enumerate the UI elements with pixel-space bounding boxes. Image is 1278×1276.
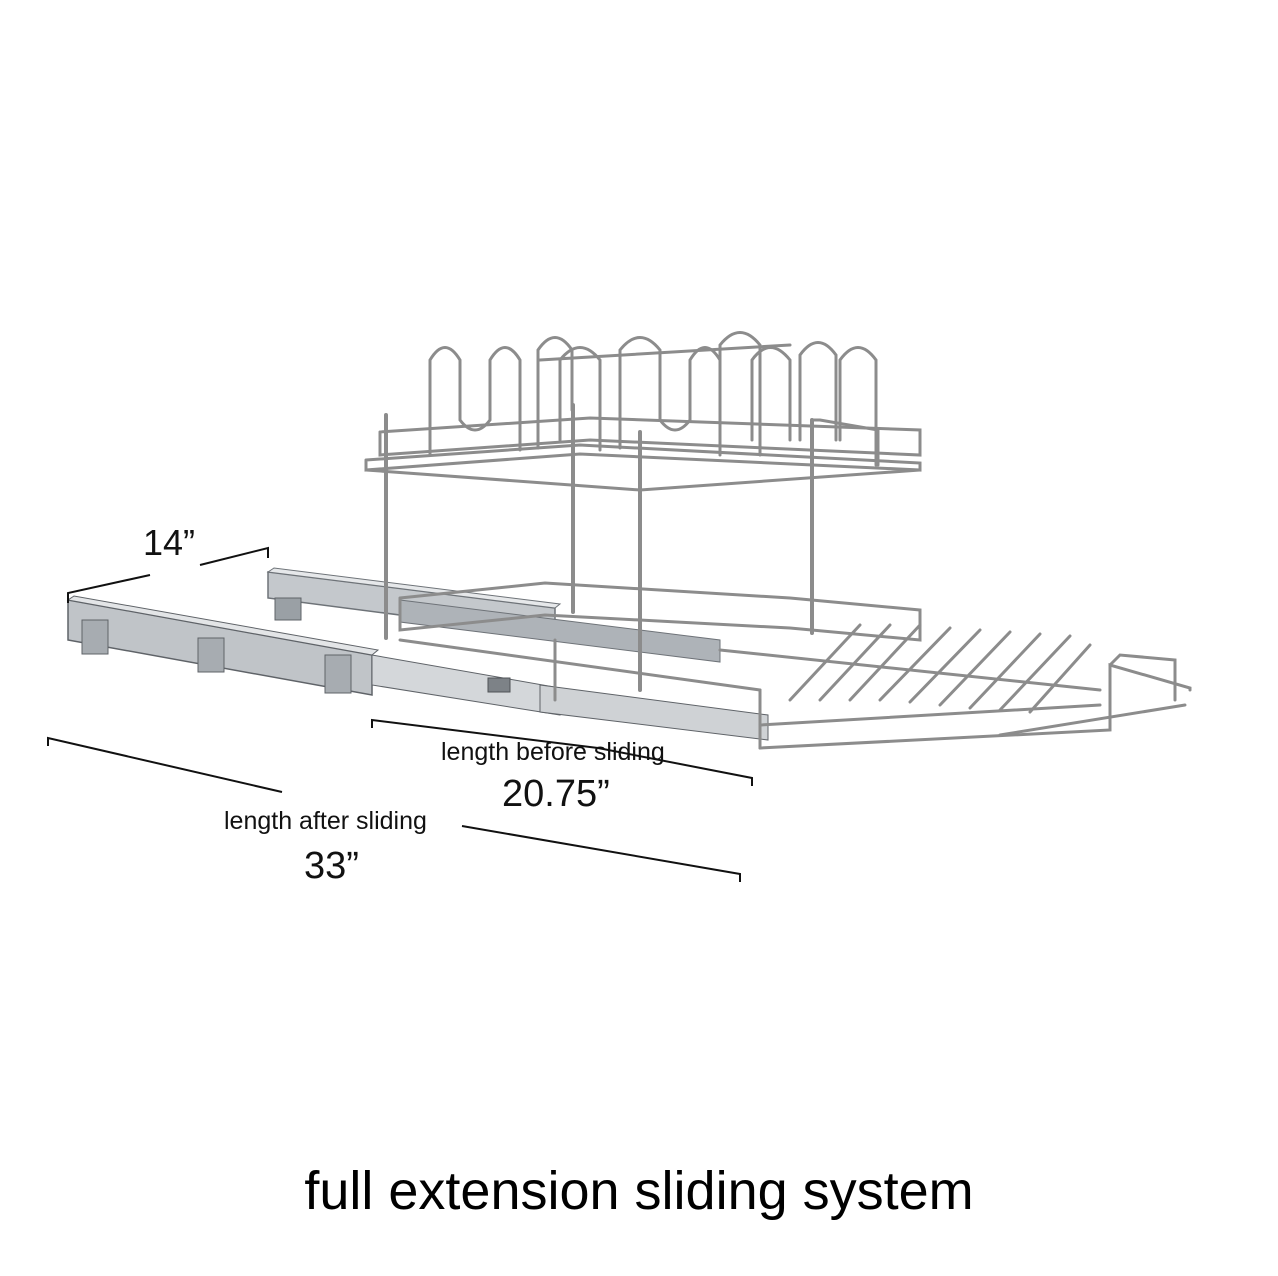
width-dimension-line-left xyxy=(67,574,151,603)
feature-caption: full extension sliding system xyxy=(304,1161,974,1221)
dimension-lines xyxy=(47,546,753,882)
length-after-caption: length after sliding xyxy=(224,807,427,835)
after-dimension-line-left xyxy=(47,736,283,793)
length-before-value: 20.75” xyxy=(502,773,610,815)
slide-rail-front xyxy=(66,595,769,741)
width-label: 14” xyxy=(143,522,196,563)
width-dimension-line-right xyxy=(199,546,269,566)
length-after-value: 33” xyxy=(304,845,359,887)
before-dimension-line-right xyxy=(597,747,753,786)
length-before-caption: length before sliding xyxy=(441,738,665,766)
before-dimension-line-left xyxy=(371,718,599,749)
after-dimension-line-right xyxy=(461,825,741,882)
lower-wire-basket xyxy=(398,581,1192,750)
upper-wire-rack xyxy=(364,331,922,494)
support-posts xyxy=(384,403,814,692)
